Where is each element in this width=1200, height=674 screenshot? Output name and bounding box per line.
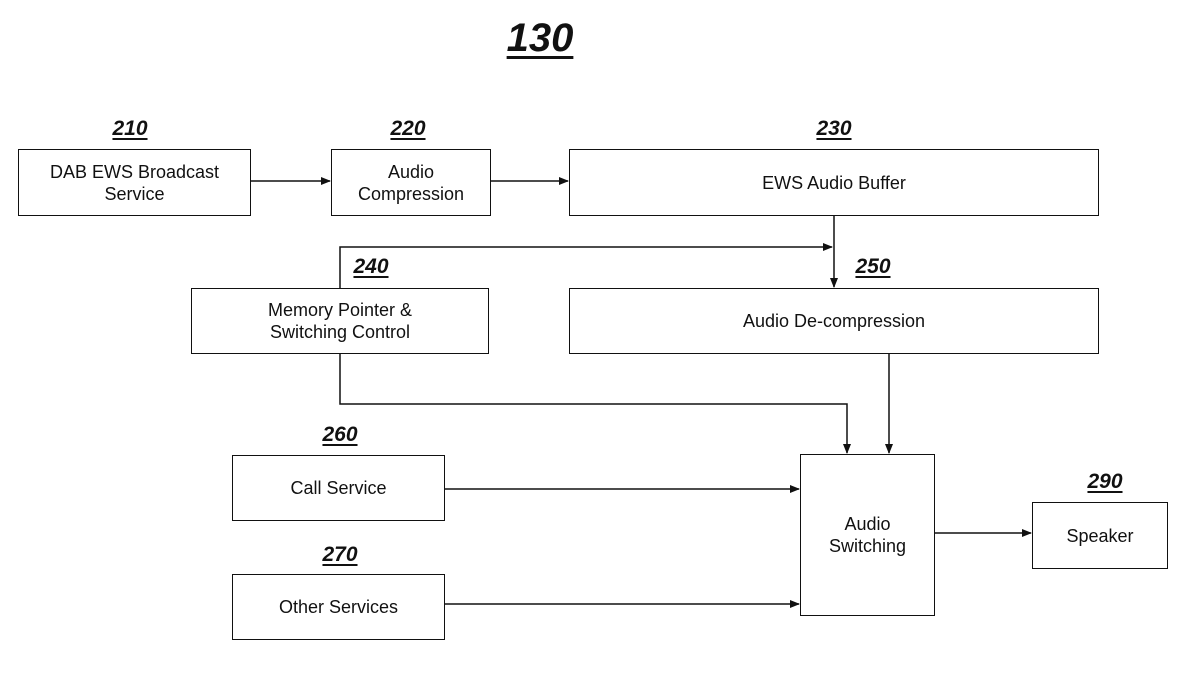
block-210-number: 210 bbox=[100, 116, 160, 142]
block-call-service: Call Service bbox=[232, 455, 445, 521]
block-dab-ews-broadcast-service: DAB EWS Broadcast Service bbox=[18, 149, 251, 216]
block-270-number: 270 bbox=[310, 542, 370, 568]
block-230-number: 230 bbox=[804, 116, 864, 142]
block-290-number: 290 bbox=[1075, 469, 1135, 495]
block-250-number: 250 bbox=[843, 254, 903, 280]
block-audio-switching: Audio Switching bbox=[800, 454, 935, 616]
block-audio-decompression: Audio De-compression bbox=[569, 288, 1099, 354]
block-audio-compression: Audio Compression bbox=[331, 149, 491, 216]
arrow-240-to-280 bbox=[340, 354, 847, 453]
block-memory-pointer-switching-control: Memory Pointer & Switching Control bbox=[191, 288, 489, 354]
block-speaker: Speaker bbox=[1032, 502, 1168, 569]
figure-title: 130 bbox=[490, 10, 590, 66]
block-260-number: 260 bbox=[310, 422, 370, 448]
block-ews-audio-buffer: EWS Audio Buffer bbox=[569, 149, 1099, 216]
block-220-number: 220 bbox=[378, 116, 438, 142]
block-other-services: Other Services bbox=[232, 574, 445, 640]
arrow-240-to-250 bbox=[340, 247, 832, 289]
block-240-number: 240 bbox=[341, 254, 401, 280]
